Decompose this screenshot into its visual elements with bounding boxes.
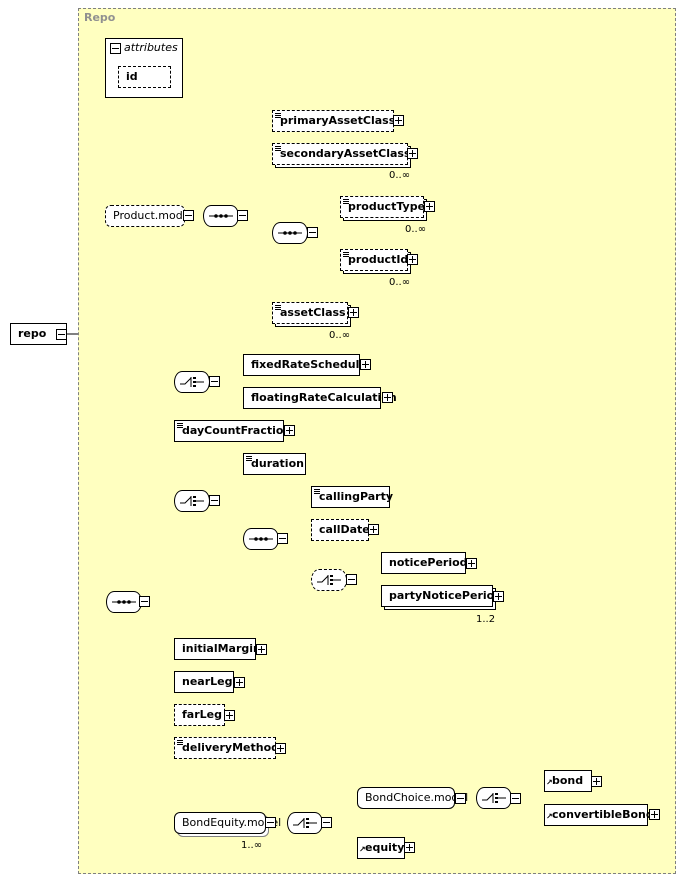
element-floatingRateCalculation[interactable]: floatingRateCalculation [243,387,397,409]
sequence-icon [203,205,239,227]
group-title: Repo [84,11,116,24]
cardinality-bond-equity: 1..∞ [241,840,263,851]
collapse-choice-button[interactable] [321,817,332,828]
cardinality-secondaryAssetClass: 0..∞ [389,170,411,181]
label-bond: bond [552,774,584,787]
collapse-choice-button[interactable] [510,793,521,804]
element-farLeg[interactable]: farLeg [174,704,225,726]
collapse-bond-choice-button[interactable] [455,793,466,804]
attribute-id-label: id [126,70,138,83]
sequence-icon [243,528,279,550]
expand-productType-button[interactable] [424,201,435,212]
label-productId: productId [348,253,409,266]
group-product-model-label: Product.model [113,209,193,222]
element-primaryAssetClass[interactable]: primaryAssetClass [272,110,396,132]
element-productId[interactable]: productId [340,249,408,271]
group-bond-equity-label: BondEquity.model [182,816,282,829]
expand-noticePeriod-button[interactable] [466,558,477,569]
attributes-label: attributes [124,41,178,54]
collapse-product-model-button[interactable] [183,210,194,221]
expand-callDate-button[interactable] [368,524,379,535]
cardinality-assetClass: 0..∞ [329,330,351,341]
element-deliveryMethod[interactable]: deliveryMethod [174,737,280,759]
cardinality-partyNoticePeriod: 1..2 [476,614,496,625]
repo-group-frame [78,8,676,874]
element-equity[interactable]: equity [357,837,405,860]
label-nearLeg: nearLeg [182,675,233,688]
choice-icon [311,569,347,591]
element-bond[interactable]: bond [544,770,592,793]
collapse-attributes-button[interactable] [110,43,121,54]
label-deliveryMethod: deliveryMethod [182,741,280,754]
expand-initialMargin-button[interactable] [256,644,267,655]
expand-assetClass-button[interactable] [348,307,359,318]
element-fixedRateSchedule[interactable]: fixedRateSchedule [243,354,367,376]
collapse-sequence-button[interactable] [237,210,248,221]
choice-icon [174,490,210,512]
element-callDate[interactable]: callDate [311,519,370,541]
element-noticePeriod[interactable]: noticePeriod [381,552,468,574]
element-secondaryAssetClass[interactable]: secondaryAssetClass [272,143,411,165]
expand-farLeg-button[interactable] [224,710,235,721]
expand-convertibleBond-button[interactable] [649,809,660,820]
element-initialMargin[interactable]: initialMargin [174,638,261,660]
expand-primaryAssetClass-button[interactable] [393,115,404,126]
group-bond-choice-model[interactable]: BondChoice.model [357,787,468,809]
label-fixedRateSchedule: fixedRateSchedule [251,358,367,371]
collapse-choice-button[interactable] [209,495,220,506]
label-dayCountFraction: dayCountFraction [182,424,292,437]
element-duration[interactable]: duration [243,453,306,475]
cardinality-productType: 0..∞ [405,224,427,235]
collapse-repo-button[interactable] [56,329,67,340]
expand-bond-button[interactable] [591,776,602,787]
collapse-choice-button[interactable] [209,376,220,387]
element-convertibleBond[interactable]: convertibleBond [544,804,654,827]
expand-nearLeg-button[interactable] [234,677,245,688]
expand-secondaryAssetClass-button[interactable] [407,148,418,159]
sequence-icon [106,591,142,613]
label-productType: productType [348,200,426,213]
group-bond-choice-label: BondChoice.model [365,791,469,804]
collapse-main-sequence-button[interactable] [139,596,150,607]
label-floatingRateCalculation: floatingRateCalculation [251,391,397,404]
element-assetClass[interactable]: assetClass [272,302,348,324]
label-callingParty: callingParty [319,490,394,503]
element-callingParty[interactable]: callingParty [311,486,394,508]
label-secondaryAssetClass: secondaryAssetClass [280,147,411,160]
label-callDate: callDate [319,523,370,536]
expand-equity-button[interactable] [404,842,415,853]
choice-icon [287,812,323,834]
label-partyNoticePeriod: partyNoticePeriod [389,589,503,602]
collapse-bond-equity-button[interactable] [265,817,276,828]
choice-icon [174,371,210,393]
cardinality-productId: 0..∞ [389,277,411,288]
group-bond-equity-model[interactable]: BondEquity.model [174,812,281,834]
collapse-sequence-button[interactable] [277,533,288,544]
label-assetClass: assetClass [280,306,346,319]
label-noticePeriod: noticePeriod [389,556,468,569]
expand-productId-button[interactable] [407,254,418,265]
expand-fixedRateSchedule-button[interactable] [360,359,371,370]
choice-icon [476,787,512,809]
group-product-model[interactable]: Product.model [105,205,193,227]
collapse-choice-button[interactable] [346,574,357,585]
sequence-icon [272,222,308,244]
attribute-id[interactable]: id [118,66,171,88]
element-nearLeg[interactable]: nearLeg [174,671,234,693]
label-equity: equity [365,841,405,854]
expand-dayCountFraction-button[interactable] [284,425,295,436]
label-primaryAssetClass: primaryAssetClass [280,114,396,127]
collapse-sequence-button[interactable] [307,227,318,238]
expand-partyNoticePeriod-button[interactable] [493,591,504,602]
label-initialMargin: initialMargin [182,642,261,655]
element-dayCountFraction[interactable]: dayCountFraction [174,420,291,442]
label-duration: duration [251,457,304,470]
element-partyNoticePeriod[interactable]: partyNoticePeriod [381,585,502,607]
root-element-label: repo [18,327,47,340]
expand-deliveryMethod-button[interactable] [275,743,286,754]
element-productType[interactable]: productType [340,196,426,218]
expand-floatingRateCalculation-button[interactable] [382,392,393,403]
label-farLeg: farLeg [182,708,222,721]
label-convertibleBond: convertibleBond [552,808,654,821]
